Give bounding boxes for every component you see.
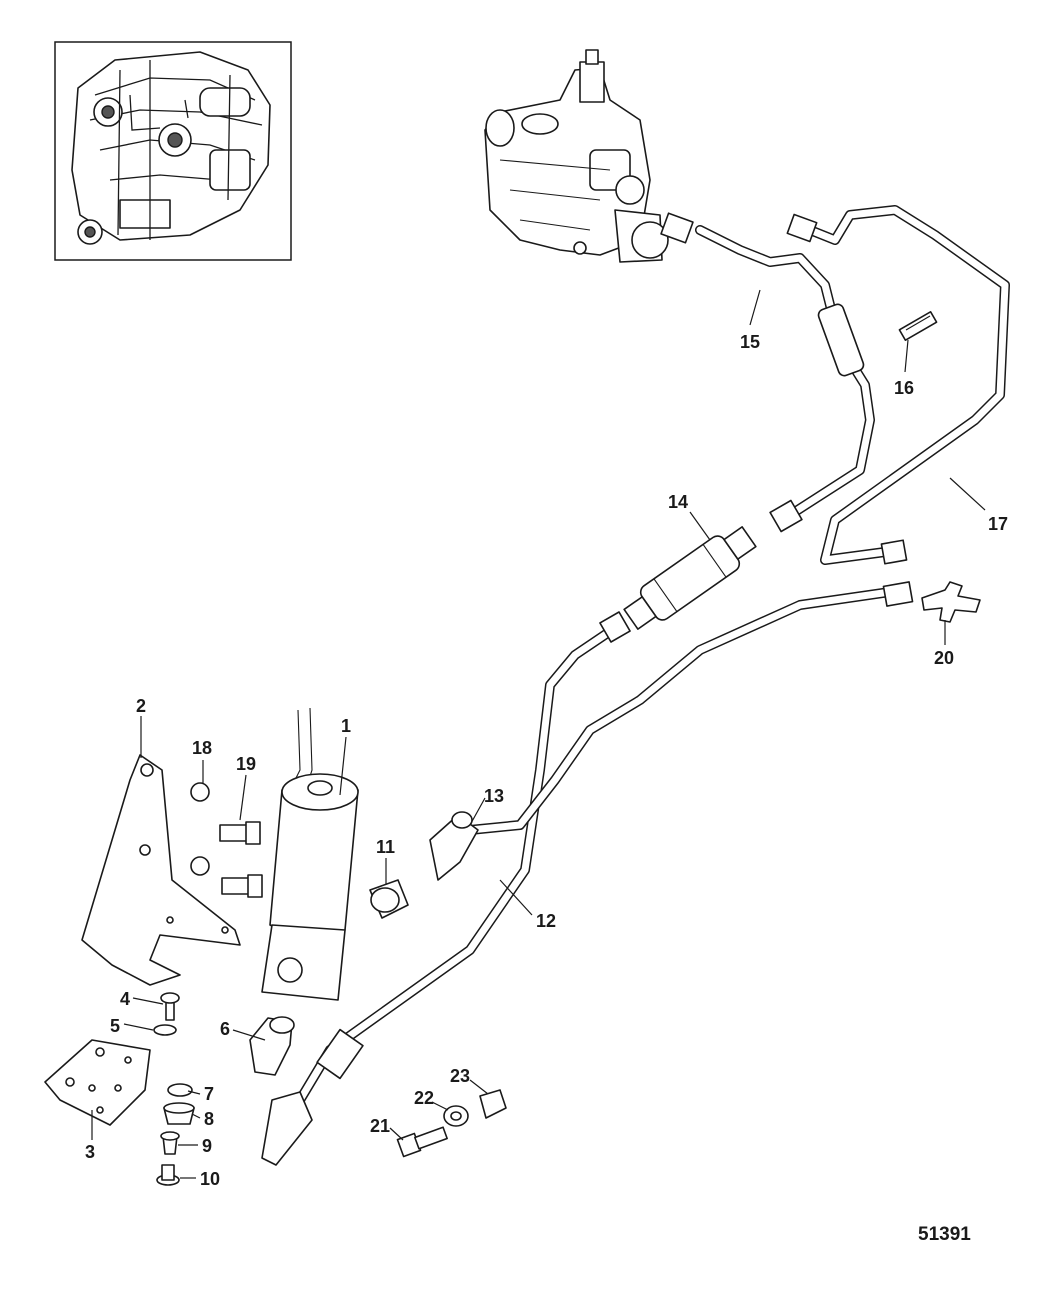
fuel-line-17 [786,205,1010,565]
callout-23: 23 [450,1066,470,1086]
callout-8: 8 [204,1109,214,1129]
callout-12: 12 [536,911,556,931]
callout-13: 13 [484,786,504,806]
fuel-line-12 [261,611,631,1166]
electric-fuel-pump-1 [261,707,359,1001]
tee-fitting-20 [921,581,981,623]
callout-1: 1 [341,716,351,736]
callout-2: 2 [136,696,146,716]
callout-4: 4 [120,989,130,1009]
callout-14: 14 [668,492,688,512]
callout-22: 22 [414,1088,434,1108]
hardware-small [153,992,195,1186]
fuel-pump-assembly [484,49,669,263]
fuel-line-13 [429,581,914,881]
washers-bolts-18-19 [190,782,263,898]
fuel-filter-14 [623,526,757,630]
fuel-line-15 [660,212,875,533]
engine-locator-inset [54,41,292,261]
callout-21: 21 [370,1116,390,1136]
callout-16: 16 [894,378,914,398]
engine-illustration [71,51,271,245]
elbow-fitting-6 [249,1016,295,1076]
leader-lines [91,289,986,1179]
callout-labels: 1 2 3 4 5 6 7 8 9 10 11 12 13 14 15 16 1… [85,332,1008,1245]
callout-9: 9 [202,1136,212,1156]
callout-7: 7 [204,1084,214,1104]
bracket-2 [81,754,241,986]
callout-3: 3 [85,1142,95,1162]
figure-number: 51391 [918,1224,971,1245]
fitting-11 [369,879,409,919]
mounting-plate-3 [44,1039,151,1126]
callout-6: 6 [220,1019,230,1039]
callout-20: 20 [934,648,954,668]
callout-19: 19 [236,754,256,774]
hardware-21-22-23 [396,1089,507,1158]
callout-5: 5 [110,1016,120,1036]
callout-10: 10 [200,1169,220,1189]
callout-11: 11 [376,837,395,857]
callout-17: 17 [988,514,1008,534]
callout-15: 15 [740,332,760,352]
callout-18: 18 [192,738,212,758]
clip-16 [898,311,938,341]
